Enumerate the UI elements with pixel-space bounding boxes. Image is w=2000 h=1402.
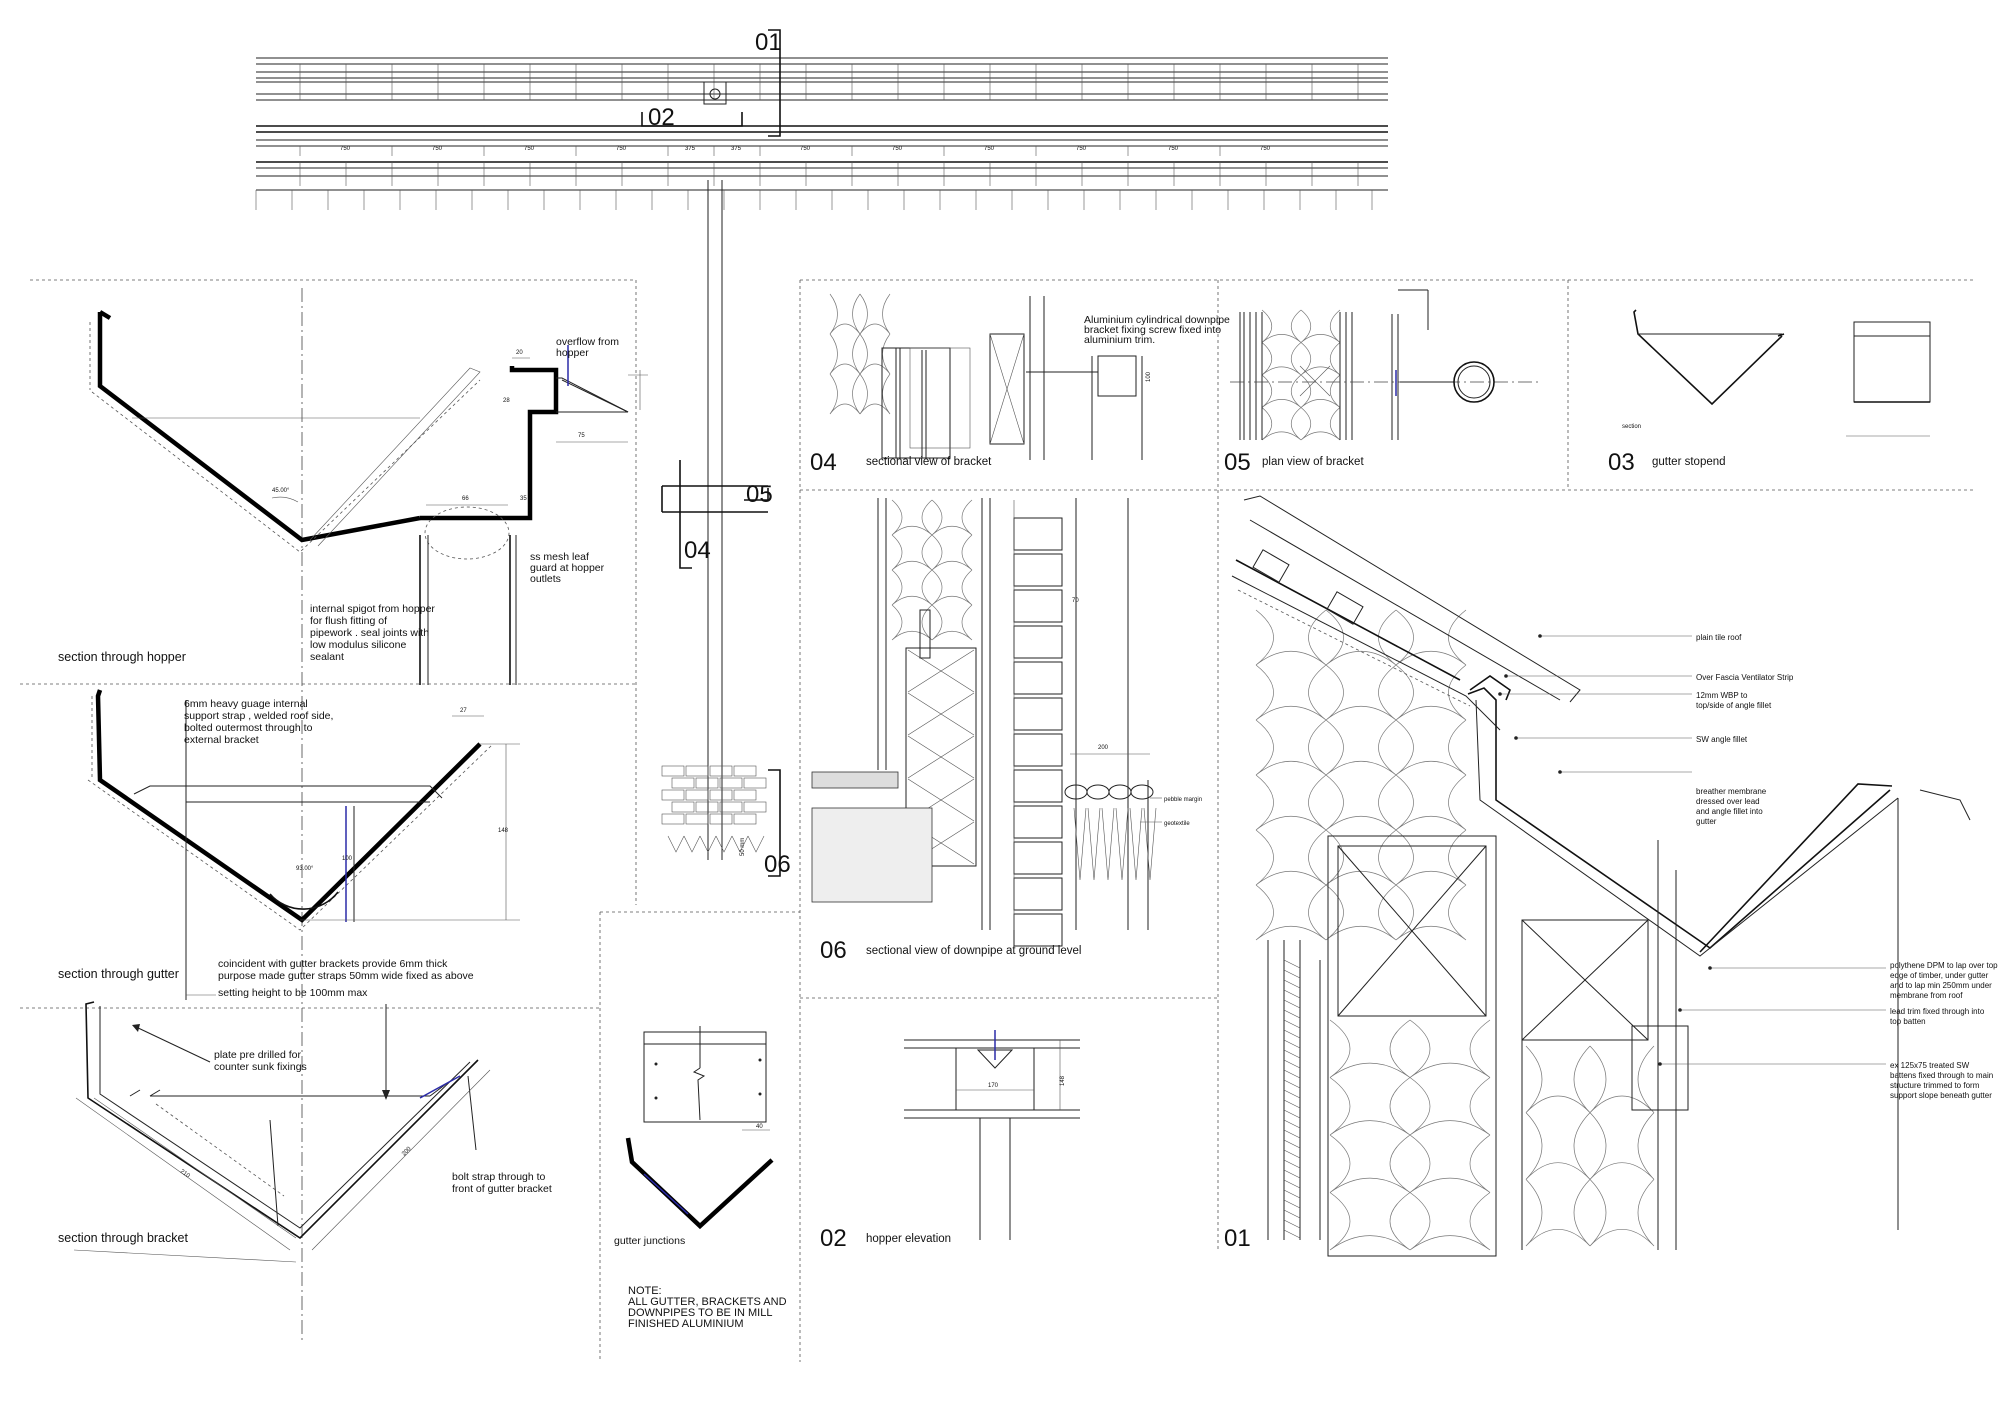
- bracket-dim-200: 200: [401, 1146, 413, 1158]
- marker-05-text: 05: [746, 481, 773, 508]
- detail06-pebble-label: pebble margin: [1164, 797, 1202, 803]
- gutter-section-title: section through gutter: [58, 967, 179, 981]
- plan-dim-12: 750: [1260, 146, 1271, 152]
- detail06-small-dim: 50 mm: [740, 838, 746, 856]
- detail06-dim-200: 200: [1098, 745, 1109, 751]
- detail-02: 170 148 02 hopper elevation: [820, 1030, 1080, 1252]
- detail04-dim-100: 100: [1146, 371, 1152, 382]
- detail06-title: sectional view of downpipe at ground lev…: [866, 945, 1081, 957]
- detail06-number: 06: [820, 937, 847, 964]
- plan-dim-7: 750: [800, 146, 811, 152]
- downpipe-elevation: 05 04 06 50 mm: [661, 460, 791, 878]
- detail06-dim-70: 70: [1072, 598, 1079, 604]
- gutter-brackets-label: coincident with gutter brackets provide …: [218, 958, 474, 982]
- marker-06-text: 06: [764, 851, 791, 878]
- marker-02-text: 02: [648, 104, 675, 131]
- plan-dim-4: 750: [616, 146, 627, 152]
- detail-06: 70 200 pebble margin geotextile 06 secti…: [811, 498, 1202, 964]
- gutter-dim-27: 27: [460, 708, 467, 714]
- bracket-section-title: section through bracket: [58, 1231, 188, 1245]
- detail06-geotextile-label: geotextile: [1164, 821, 1190, 827]
- marker-01-text: 01: [755, 29, 782, 56]
- plan-dim-11: 750: [1168, 146, 1179, 152]
- hopper-dim-66: 66: [462, 496, 469, 502]
- gutter-dim-148: 148: [498, 828, 509, 834]
- bracket-dim-210: 210: [179, 1169, 191, 1180]
- plan-dim-10: 750: [1076, 146, 1087, 152]
- junctions-title: gutter junctions: [614, 1235, 685, 1247]
- detail02-title: hopper elevation: [866, 1233, 951, 1245]
- plan-dim-9: 750: [984, 146, 995, 152]
- plan-dim-8: 750: [892, 146, 903, 152]
- hopper-plan-box: [703, 81, 727, 105]
- gutter-angle-dim: 93.00°: [296, 866, 314, 872]
- plan-dim-5: 375: [685, 146, 696, 152]
- hopper-dim-35: 35: [520, 496, 527, 502]
- junctions-dim-40: 40: [756, 1124, 763, 1130]
- gutter-section: 93.00° 27 148 100 6mm heavy guage intern…: [58, 689, 520, 1100]
- plan-dim-1: 750: [340, 146, 351, 152]
- detail02-number: 02: [820, 1225, 847, 1252]
- frame-dotted: [20, 279, 1975, 1362]
- plan-dim-2: 750: [432, 146, 443, 152]
- hopper-angle-dim: 45.00°: [272, 488, 290, 494]
- gutter-setting-label: setting height to be 100mm max: [218, 987, 368, 999]
- detail05-title: plan view of bracket: [1262, 456, 1364, 468]
- detail03-section-label: section: [1622, 424, 1641, 430]
- marker-04-text: 04: [684, 537, 711, 564]
- plan-dim-6: 375: [731, 146, 742, 152]
- gutter-dim-100: 100: [342, 856, 353, 862]
- hopper-section-title: section through hopper: [58, 650, 186, 664]
- detail03-title: gutter stopend: [1652, 456, 1726, 468]
- hopper-dim-75: 75: [578, 433, 585, 439]
- detail02-dim-170: 170: [988, 1083, 999, 1089]
- hopper-dim-20: 20: [516, 350, 523, 356]
- gutter-junctions: 40 gutter junctions: [614, 1026, 774, 1247]
- detail04-title: sectional view of bracket: [866, 456, 992, 468]
- detail01-number: 01: [1224, 1225, 1251, 1252]
- detail05-number: 05: [1224, 449, 1251, 476]
- detail03-number: 03: [1608, 449, 1635, 476]
- marker-02-bracket: [641, 112, 743, 127]
- marker-01-bracket: [768, 29, 781, 137]
- detail-05: 05 plan view of bracket: [1224, 289, 1540, 476]
- hopper-dim-28: 28: [503, 398, 510, 404]
- downpipe-plan-icon: [709, 88, 721, 100]
- detail04-number: 04: [810, 449, 837, 476]
- detail02-dim-148: 148: [1060, 1075, 1066, 1086]
- plan-dim-3: 750: [524, 146, 535, 152]
- detail-03: section 03 gutter stopend: [1608, 309, 1931, 476]
